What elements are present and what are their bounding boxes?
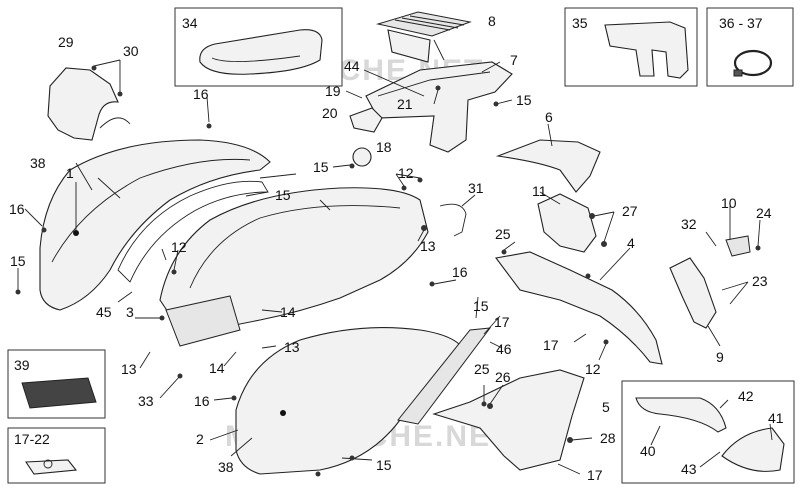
part-46-trim (397, 327, 492, 425)
label-42: 42 (738, 388, 754, 404)
label-18: 18 (376, 139, 392, 155)
label-31: 31 (468, 180, 484, 196)
label-40: 40 (640, 443, 656, 459)
inset-box-36-37: 36 - 37 (706, 7, 794, 87)
part-9-taillight (669, 257, 717, 329)
inset-box-40-43 (621, 380, 795, 484)
label-35: 35 (572, 15, 588, 31)
label-1: 1 (66, 165, 74, 181)
label-36-37: 36 - 37 (719, 15, 763, 31)
label-27: 27 (622, 203, 638, 219)
label-46: 46 (496, 341, 512, 357)
label-26: 26 (495, 369, 511, 385)
label-13b: 13 (121, 361, 137, 377)
label-39: 39 (14, 357, 30, 373)
label-20: 20 (322, 105, 338, 121)
label-44: 44 (344, 58, 360, 74)
label-17c: 17 (587, 467, 603, 483)
fasteners (15, 65, 761, 477)
inset-box-39: 39 (7, 349, 106, 419)
label-25a: 25 (495, 226, 511, 242)
callout-labels: 1 2 3 4 5 6 7 8 9 10 11 12 12 12 13 13 1… (9, 13, 784, 483)
part-7-carrier (365, 61, 513, 153)
part-storage-bin (159, 187, 429, 331)
part-4-fender (495, 251, 663, 365)
label-29: 29 (58, 34, 74, 50)
label-24: 24 (756, 205, 772, 221)
label-8: 8 (488, 13, 496, 29)
part-10-sensor (725, 235, 751, 257)
label-17b: 17 (543, 337, 559, 353)
label-11: 11 (532, 183, 547, 199)
label-30: 30 (123, 43, 139, 59)
label-41: 41 (768, 410, 784, 426)
label-28: 28 (600, 430, 616, 446)
label-16c: 16 (452, 264, 468, 280)
label-4: 4 (627, 235, 635, 251)
label-33: 33 (138, 393, 154, 409)
label-17-22: 17-22 (14, 431, 50, 447)
label-15f: 15 (376, 457, 392, 473)
label-45: 45 (96, 304, 112, 320)
label-21: 21 (397, 96, 413, 112)
label-23: 23 (752, 273, 768, 289)
part-3-mount (165, 295, 241, 347)
label-32: 32 (681, 216, 697, 232)
label-19: 19 (325, 83, 341, 99)
part-6-cover (495, 139, 601, 193)
label-38b: 38 (218, 459, 234, 475)
label-13c: 13 (284, 339, 300, 355)
part-29-cover (47, 67, 119, 141)
part-5-mudguard (432, 369, 585, 471)
label-12c: 12 (585, 361, 601, 377)
part-11-bracket (537, 193, 597, 253)
label-34: 34 (182, 15, 198, 31)
label-15b: 15 (275, 187, 291, 203)
part-8-rack (376, 11, 472, 63)
label-38a: 38 (30, 155, 46, 171)
label-6: 6 (545, 109, 553, 125)
label-12a: 12 (398, 165, 414, 181)
label-3: 3 (126, 304, 134, 320)
label-25b: 25 (474, 361, 490, 377)
part-1-left-panel (39, 139, 271, 311)
label-7: 7 (510, 52, 518, 68)
part-18-knob (352, 147, 372, 167)
part-20-bracket (349, 107, 383, 133)
label-15a: 15 (313, 159, 329, 175)
label-10: 10 (721, 195, 737, 211)
label-15e: 15 (473, 298, 489, 314)
label-2: 2 (196, 431, 204, 447)
label-5: 5 (602, 399, 610, 415)
label-16d: 16 (194, 393, 210, 409)
label-14b: 14 (209, 360, 225, 376)
label-16a: 16 (193, 86, 209, 102)
label-13a: 13 (420, 238, 436, 254)
label-12b: 12 (171, 239, 187, 255)
label-9: 9 (716, 349, 724, 365)
leader-lines (17, 39, 773, 475)
label-15c: 15 (10, 253, 26, 269)
inset-box-35: 35 (564, 7, 698, 87)
label-16b: 16 (9, 201, 25, 217)
part-31-cable (439, 203, 467, 237)
label-15d: 15 (516, 92, 532, 108)
inset-box-17-22: 17-22 (7, 427, 106, 484)
label-43: 43 (681, 461, 697, 477)
label-17a: 17 (494, 314, 510, 330)
inset-box-34: 34 (174, 7, 343, 87)
label-14a: 14 (280, 304, 296, 320)
